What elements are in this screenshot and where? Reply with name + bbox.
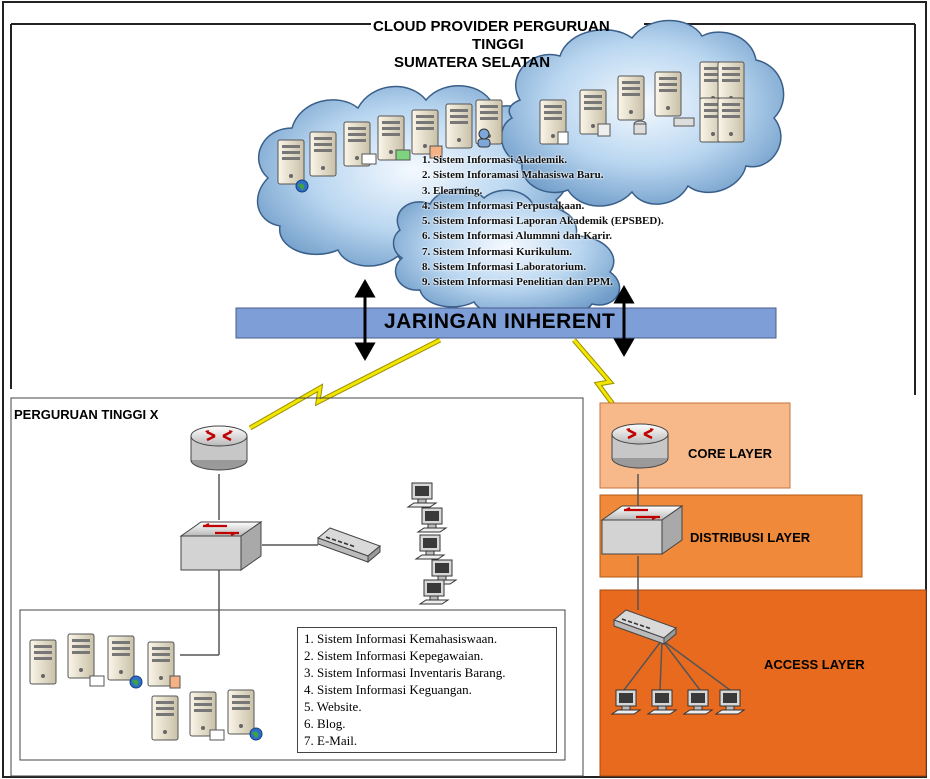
cloud-service-item: 2. Sistem Inforamasi Mahasiswa Baru. [422,169,604,182]
campus-pcs [407,482,457,605]
core-router [610,422,670,470]
campus-box [10,397,584,777]
cloud-lower [392,188,621,319]
campus-service-item: 1. Sistem Informasi Kemahasiswaan. [304,631,498,646]
cloud-right-servers [539,61,745,145]
access-layer-label: ACCESS LAYER [764,657,865,672]
campus-service-item: 4. Sistem Informasi Keguangan. [304,682,472,697]
network-bar-label: JARINGAN INHERENT [384,310,616,333]
cloud-service-item: 5. Sistem Informasi Laporan Akademik (EP… [422,215,664,228]
diagram-title-line-1: CLOUD PROVIDER PERGURUAN [373,18,610,35]
distribution-layer-label: DISTRIBUSI LAYER [690,530,811,545]
campus-service-item: 5. Website. [304,699,362,714]
cloud-service-item: 7. Sistem Informasi Kurikulum. [422,245,573,258]
double-arrow-left [354,278,376,362]
campus-router [189,424,249,472]
cloud-service-item: 8. Sistem Informasi Laboratorium. [422,261,587,274]
cloud-service-item: 6. Sistem Informasi Alummni dan Karir. [422,230,612,243]
layer-links [623,474,731,691]
cloud-service-item: 1. Sistem Informasi Akademik. [422,154,568,166]
campus-service-item: 2. Sistem Informasi Kepegawaian. [304,648,484,663]
diagram-title-line-3: SUMATERA SELATAN [394,54,551,71]
diagram-title-line-2: TINGGI [472,36,524,53]
double-arrow-right [613,284,635,358]
campus-hub [317,527,381,563]
core-layer-label: CORE LAYER [688,446,773,461]
campus-switch [179,520,263,572]
campus-links [180,474,318,656]
campus-service-item: 3. Sistem Informasi Inventaris Barang. [304,665,506,680]
campus-label: PERGURUAN TINGGI X [14,407,159,422]
cloud-service-list: 1. Sistem Informasi Akademik. 2. Sistem … [422,153,664,291]
campus-server-box [19,609,566,761]
campus-service-list: 1. Sistem Informasi Kemahasiswaan. 2. Si… [297,627,557,753]
cloud-service-item: 4. Sistem Informasi Perpustakaan. [422,199,585,212]
campus-servers [29,633,263,741]
cloud-left-servers [277,99,503,193]
cloud-service-item: 3. Elearning. [422,184,483,197]
cloud-service-item: 9. Sistem Informasi Penelitian dan PPM. [422,276,613,289]
distribution-switch [600,504,684,556]
campus-service-item: 7. E-Mail. [304,733,358,748]
campus-service-item: 6. Blog. [304,716,346,731]
jaringan-bar [235,307,777,339]
